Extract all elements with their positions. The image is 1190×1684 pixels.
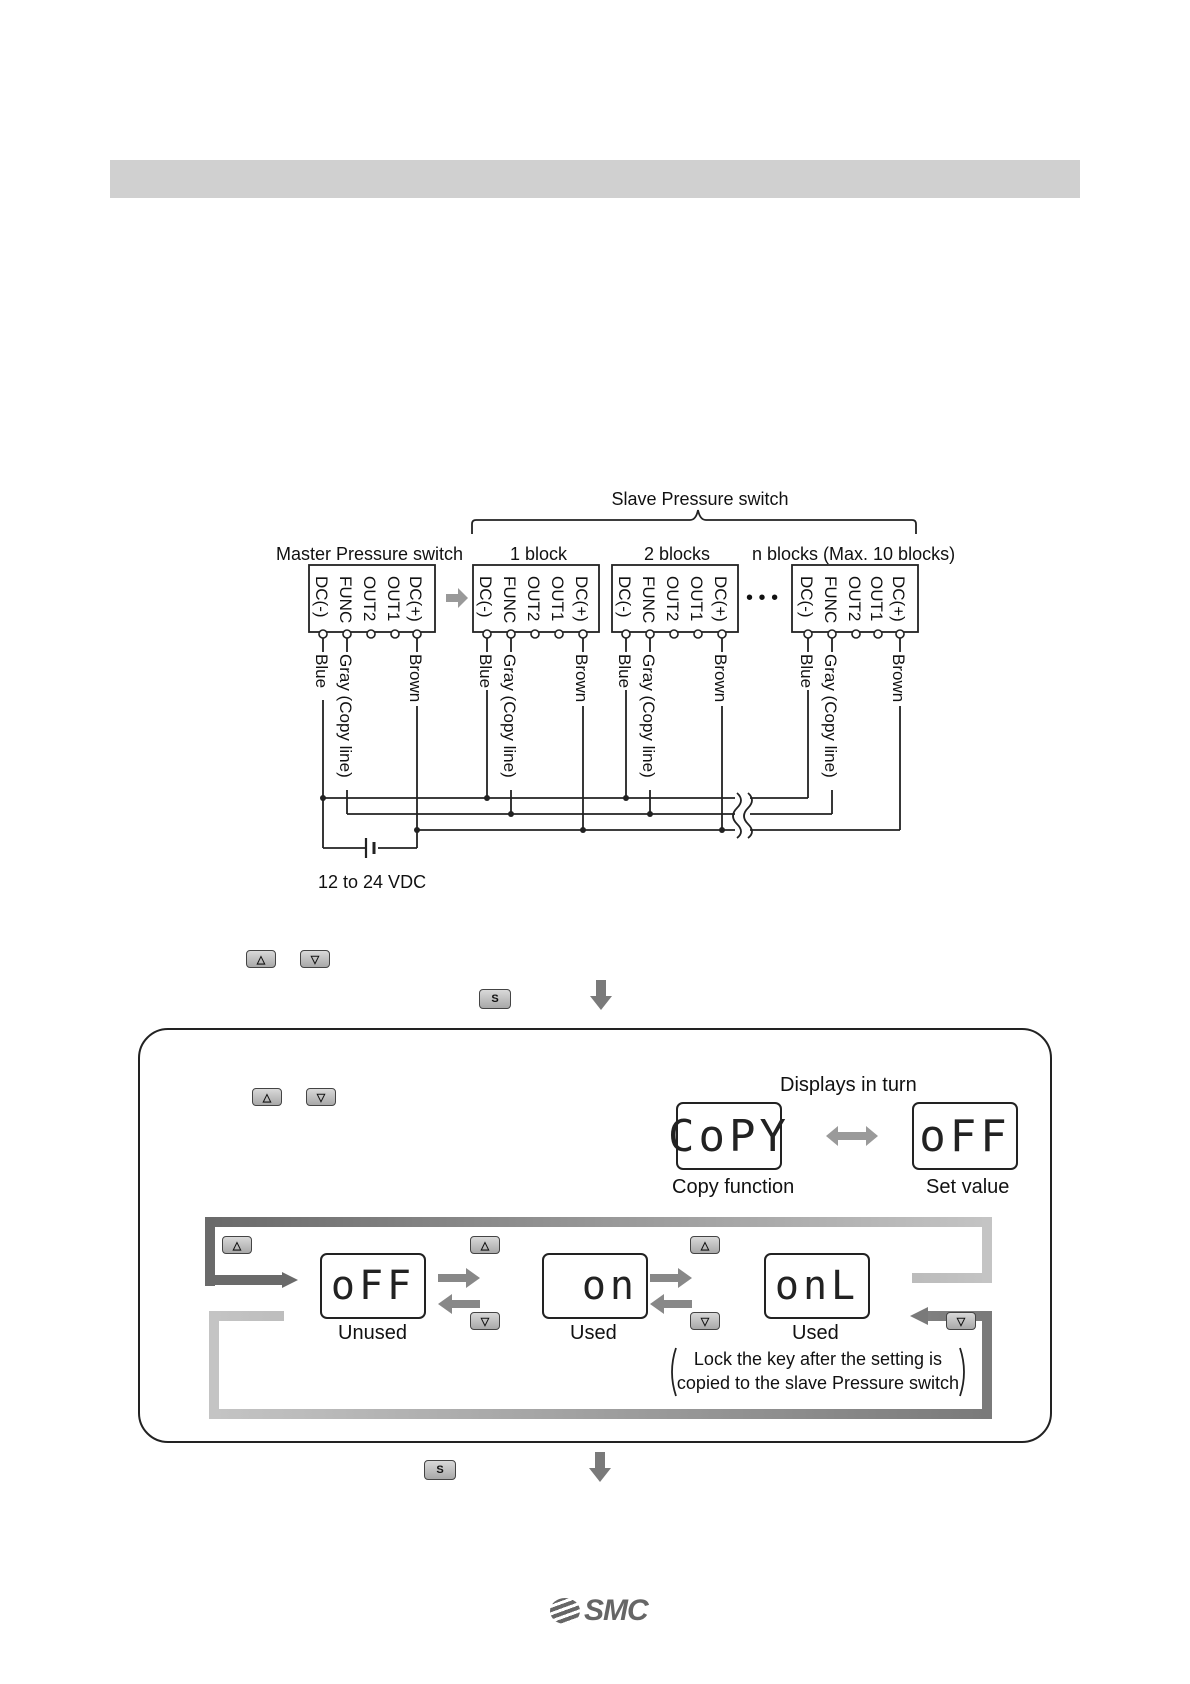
lcd-setvalue-display: oFF — [912, 1102, 1018, 1170]
terminal-out1: OUT1 — [548, 576, 567, 621]
displays-in-turn-label: Displays in turn — [780, 1074, 917, 1096]
wire-gray: Gray (Copy line) — [639, 654, 658, 778]
wire-brown: Brown — [889, 654, 908, 702]
terminal-out1: OUT1 — [687, 576, 706, 621]
block-label-n: n blocks (Max. 10 blocks) — [752, 544, 955, 564]
down-key-icon: ▽ — [306, 1088, 336, 1106]
terminal-dcplus: DC(+) — [572, 576, 591, 622]
supply-voltage: 12 to 24 VDC — [318, 872, 426, 892]
section-header-bar — [110, 160, 1080, 198]
lcd-used-lock-display: onL — [764, 1253, 870, 1319]
terminal-out2: OUT2 — [360, 576, 379, 621]
terminal-func: FUNC — [336, 576, 355, 623]
alternate-arrow-icon — [826, 1126, 878, 1146]
up-key-icon: △ — [690, 1236, 720, 1254]
terminal-func: FUNC — [821, 576, 840, 623]
wire-blue: Blue — [476, 654, 495, 688]
unused-label: Unused — [338, 1322, 407, 1344]
wire-brown: Brown — [572, 654, 591, 702]
block-label-2: 2 blocks — [644, 544, 710, 564]
set-key-icon: S — [424, 1460, 456, 1480]
slave-title: Slave Pressure switch — [611, 489, 788, 509]
wire-brown: Brown — [711, 654, 730, 702]
down-key-icon: ▽ — [946, 1312, 976, 1330]
terminal-func: FUNC — [639, 576, 658, 623]
lcd-copy-display: CoPY — [668, 1102, 786, 1170]
master-to-slave-arrow — [446, 588, 468, 608]
terminal-out1: OUT1 — [384, 576, 403, 621]
down-flow-arrow-icon — [590, 980, 612, 1010]
junction-dots — [320, 795, 725, 833]
terminal-out2: OUT2 — [663, 576, 682, 621]
used-label: Used — [570, 1322, 617, 1344]
terminal-dcplus: DC(+) — [711, 576, 730, 622]
set-key-icon: S — [479, 989, 511, 1009]
terminal-func: FUNC — [500, 576, 519, 623]
lcd-unused-display: oFF — [320, 1253, 426, 1319]
up-key-icon: △ — [222, 1236, 252, 1254]
smc-logo: SMC — [550, 1594, 649, 1628]
terminal-dcplus: DC(+) — [889, 576, 908, 622]
copy-function-label: Copy function — [672, 1176, 795, 1198]
down-key-icon: ▽ — [300, 950, 330, 968]
terminal-points — [318, 629, 905, 639]
down-key-icon: ▽ — [470, 1312, 500, 1330]
master-title: Master Pressure switch — [276, 544, 463, 564]
lcd-used-display: on — [542, 1253, 648, 1319]
lock-note-line1: Lock the key after the setting is — [693, 1349, 943, 1369]
down-flow-arrow-icon — [589, 1452, 611, 1482]
terminal-dcminus: DC(-) — [797, 576, 816, 618]
terminal-out2: OUT2 — [845, 576, 864, 621]
wire-blue: Blue — [615, 654, 634, 688]
lock-note-line2: copied to the slave Pressure switch — [676, 1373, 960, 1393]
down-key-icon: ▽ — [690, 1312, 720, 1330]
terminal-dcminus: DC(-) — [312, 576, 331, 618]
terminal-out1: OUT1 — [867, 576, 886, 621]
set-value-label: Set value — [926, 1176, 1010, 1198]
ellipsis-dots: • • • — [746, 587, 778, 609]
used-lock-label: Used — [792, 1322, 839, 1344]
terminal-out2: OUT2 — [524, 576, 543, 621]
wire-blue: Blue — [797, 654, 816, 688]
wire-gray: Gray (Copy line) — [500, 654, 519, 778]
smc-logo-text: SMC — [584, 1594, 649, 1627]
terminal-dcplus: DC(+) — [406, 576, 425, 622]
block-label-1: 1 block — [510, 544, 568, 564]
terminal-dcminus: DC(-) — [615, 576, 634, 618]
up-key-icon: △ — [246, 950, 276, 968]
wire-gray: Gray (Copy line) — [336, 654, 355, 778]
wire-brown: Brown — [406, 654, 425, 702]
smc-logo-mark-icon — [550, 1598, 580, 1624]
terminal-dcminus: DC(-) — [476, 576, 495, 618]
lock-note: Lock the key after the setting is copied… — [666, 1344, 970, 1400]
wire-blue: Blue — [312, 654, 331, 688]
copy-function-panel: △ ▽ Displays in turn CoPY oFF Copy funct… — [138, 1028, 1052, 1443]
wire-gray: Gray (Copy line) — [821, 654, 840, 778]
cycle-loop-diagram — [205, 1217, 992, 1419]
up-key-icon: △ — [470, 1236, 500, 1254]
up-key-icon: △ — [252, 1088, 282, 1106]
